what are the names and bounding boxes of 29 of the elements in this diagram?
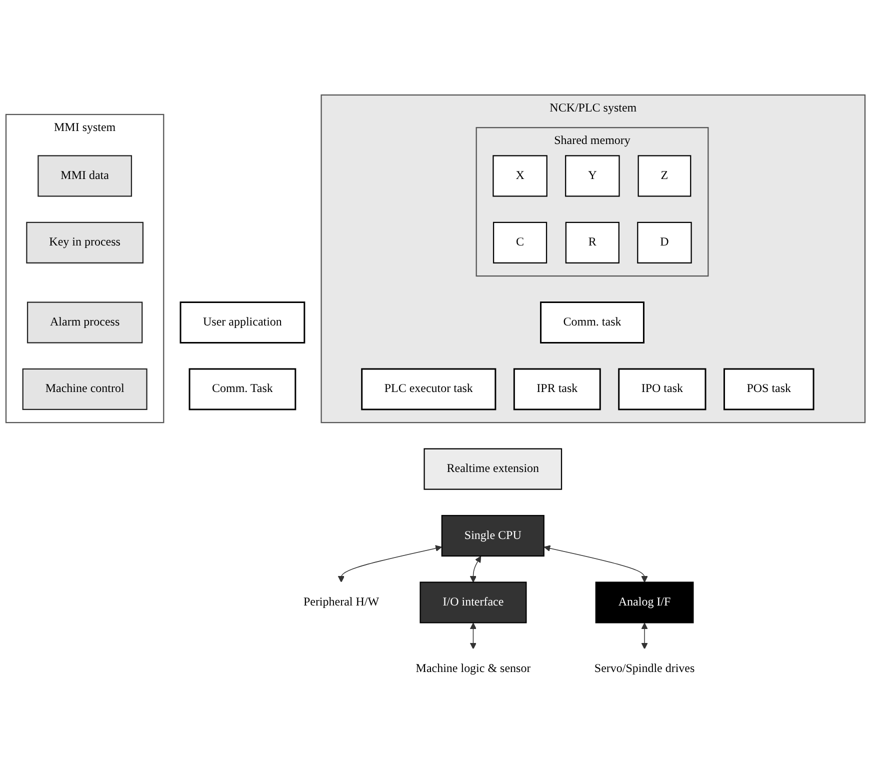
node-box: D <box>637 222 692 264</box>
node-box: MMI data <box>38 154 132 197</box>
node-text: Peripheral H/W <box>303 596 380 608</box>
node-box: Key in process <box>26 222 144 264</box>
arrow <box>544 544 648 582</box>
node-box: Machine control <box>22 368 148 410</box>
arrow <box>641 622 648 650</box>
node-text: Servo/Spindle drives <box>594 662 695 675</box>
node-box: X <box>492 154 548 197</box>
node-box: C <box>492 222 548 264</box>
node-box: R <box>565 222 620 264</box>
node-box: IPO task <box>618 368 706 410</box>
arrow <box>470 622 477 650</box>
node-box: Y <box>565 154 620 197</box>
node-box: I/O interface <box>420 581 527 624</box>
arrow <box>338 544 442 582</box>
node-box: Realtime extension <box>424 448 562 490</box>
node-text: Machine logic & sensor <box>416 662 531 675</box>
arrow <box>470 556 482 582</box>
node-box: User application <box>180 301 306 344</box>
node-box: Z <box>638 154 692 197</box>
node-box: PLC executor task <box>361 368 496 410</box>
node-box: Comm. Task <box>188 368 296 410</box>
node-box: Analog I/F <box>595 581 694 624</box>
node-box: Alarm process <box>26 301 143 344</box>
node-box: Single CPU <box>441 514 544 556</box>
node-box: Comm. task <box>540 301 644 344</box>
node-box: IPR task <box>513 368 601 410</box>
node-box: POS task <box>723 368 814 410</box>
